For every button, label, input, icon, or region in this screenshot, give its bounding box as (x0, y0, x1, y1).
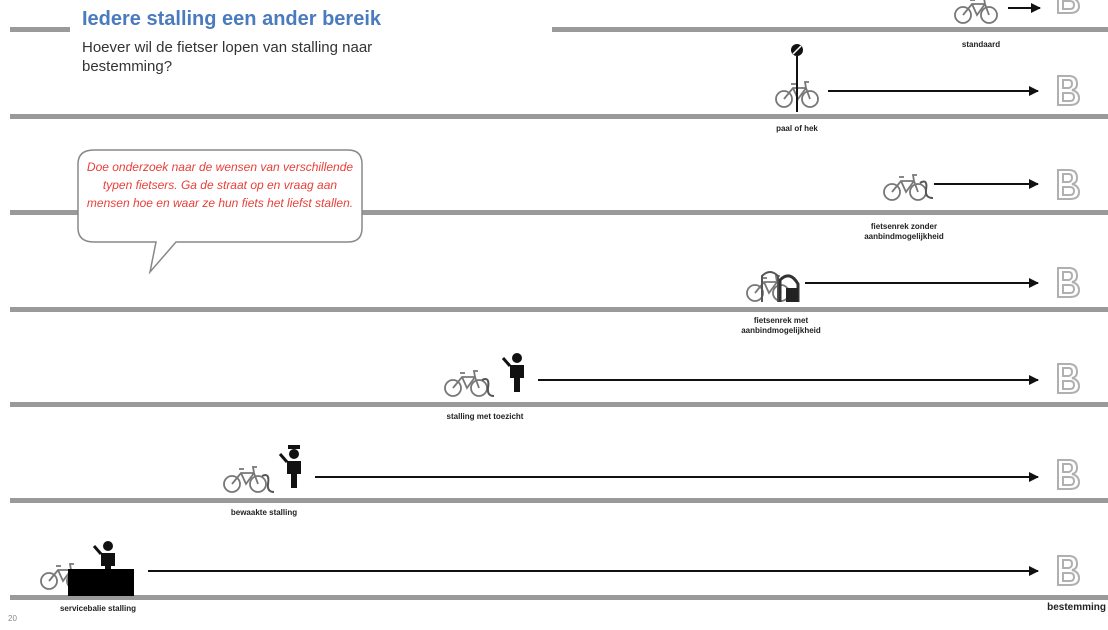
label-paal-of-hek: paal of hek (776, 124, 818, 133)
label-standaard: standaard (961, 40, 1001, 49)
bike-guard-icon (223, 445, 303, 493)
road-line-service (10, 595, 1108, 600)
distance-arrows (148, 3, 1041, 576)
destination-b-icon (1057, 459, 1080, 490)
bike-standaard-icon (954, 0, 998, 24)
label-rek-met: fietsenrek met aanbindmogelijkheid (741, 316, 821, 335)
road-line-rek-met (10, 307, 1108, 312)
bike-lock-rack-icon (746, 271, 800, 302)
destination-b-icon (1057, 267, 1080, 298)
page-number: 20 (8, 614, 17, 623)
destination-markers (1057, 0, 1080, 586)
destination-label: bestemming (1047, 602, 1106, 613)
bike-pole-icon (775, 44, 819, 112)
destination-b-icon (1057, 0, 1080, 14)
road-line-paal (10, 114, 1108, 119)
label-servicebalie: servicebalie stalling (59, 604, 137, 613)
callout-bubble (77, 149, 363, 275)
road-line-header (10, 27, 70, 32)
label-toezicht: stalling met toezicht (446, 412, 524, 421)
destination-b-icon (1057, 363, 1080, 394)
bike-supervisor-icon (444, 351, 526, 397)
page-title: Iedere stalling een ander bereik (82, 8, 382, 30)
label-rek-zonder: fietsenrek zonder aanbindmogelijkheid (864, 222, 944, 241)
label-bewaakt: bewaakte stalling (230, 508, 298, 517)
callout-text: Doe onderzoek naar de wensen van verschi… (86, 160, 354, 210)
road-line-toezicht (10, 402, 1108, 407)
destination-b-icon (1057, 75, 1080, 106)
bike-service-desk-icon (40, 539, 134, 596)
road-lines (10, 27, 1108, 600)
bike-rack-icon (883, 174, 934, 201)
destination-b-icon (1057, 555, 1080, 586)
road-line-bewaakt (10, 498, 1108, 503)
road-line-standaard (552, 27, 1108, 32)
road-line-rek-zonder (10, 210, 1108, 215)
page-subtitle: Hoever wil de fietser lopen van stalling… (82, 39, 373, 75)
destination-b-icon (1057, 169, 1080, 200)
